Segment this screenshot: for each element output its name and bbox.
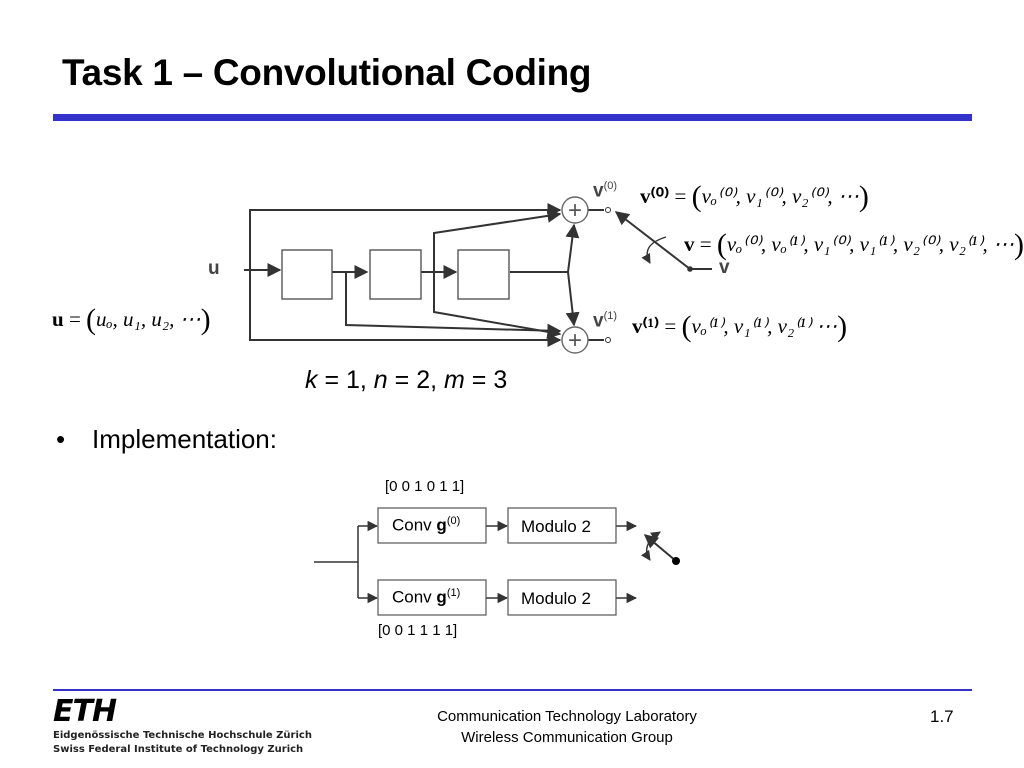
tap-1-line [345, 272, 562, 338]
v1-sequence-equation: v⁽¹⁾ = (vₒ⁽¹⁾, v₁⁽¹⁾, v₂⁽¹⁾ ⋯) [632, 310, 848, 343]
conv-g1-block [377, 579, 487, 616]
shift-register-2 [369, 249, 422, 300]
code-parameters: k = 1, n = 2, m = 3 [305, 366, 508, 394]
shift-register-3 [457, 249, 510, 300]
g1-vector-label: [0 0 1 1 1 1] [378, 622, 458, 639]
footer-rule [53, 689, 972, 691]
tap-2b-line [433, 272, 562, 339]
adder-bottom-icon [561, 326, 589, 354]
conv-g1-label: Conv g(1) [392, 587, 461, 607]
v0-sequence-equation: v⁽⁰⁾ = (vₒ⁽⁰⁾, v₁⁽⁰⁾, v₂⁽⁰⁾, ⋯) [640, 180, 869, 213]
tap-2-line [433, 208, 562, 272]
bullet-marker: • [56, 424, 66, 454]
adder-bottom-symbol: + [568, 327, 582, 354]
conv-g0-label: Conv g(0) [392, 515, 461, 535]
modulo-1-label: Modulo 2 [521, 589, 591, 608]
shift-register-1 [281, 249, 333, 300]
eth-logo-line2: Swiss Federal Institute of Technology Zu… [53, 744, 304, 755]
adder-top-symbol: + [568, 197, 582, 224]
eth-logo-line1: Eidgenössische Technische Hochschule Zür… [53, 730, 312, 741]
contact-top-icon [605, 207, 611, 213]
reg3-up-line [565, 223, 580, 273]
switch-arm [614, 211, 691, 270]
v-sequence-equation: v = (vₒ⁽⁰⁾, vₒ⁽¹⁾, v₁⁽⁰⁾, v₁⁽¹⁾, v₂⁽⁰⁾, … [684, 228, 1024, 261]
reg3-down-line [565, 271, 580, 327]
modulo-block-1 [507, 579, 617, 616]
modulo-block-0 [507, 507, 617, 544]
adder-top-icon [561, 196, 589, 224]
bottom-feed-line [249, 270, 562, 347]
switch-rotation-arrow [641, 236, 667, 264]
bullet-implementation: Implementation: [92, 424, 277, 454]
switch-v-label: v [719, 257, 730, 278]
footer-lab: Communication Technology Laboratory Wire… [437, 708, 697, 746]
eth-logo-mark: ETH [53, 694, 117, 729]
g0-vector-label: [0 0 1 0 1 1] [385, 478, 465, 495]
output-v1-label: v(1) [593, 310, 618, 332]
conv-g0-block [377, 507, 487, 544]
output-v0-label: v(0) [593, 180, 618, 202]
slide-title: Task 1 – Convolutional Coding [62, 52, 592, 93]
modulo-0-label: Modulo 2 [521, 517, 591, 536]
impl-switch-pivot-icon [672, 557, 680, 565]
impl-switch-arm [643, 534, 677, 562]
page-number: 1.7 [930, 707, 954, 726]
title-underline [53, 114, 972, 121]
eth-logo: ETH Eidgenössische Technische Hochschule… [53, 697, 312, 757]
top-feed-line [249, 203, 562, 270]
switch-pivot-icon [687, 266, 693, 272]
u-sequence-equation: u = (uₒ, u₁, u₂, ⋯) [52, 303, 211, 336]
contact-bottom-icon [605, 337, 611, 343]
input-u-label: u [208, 258, 220, 279]
